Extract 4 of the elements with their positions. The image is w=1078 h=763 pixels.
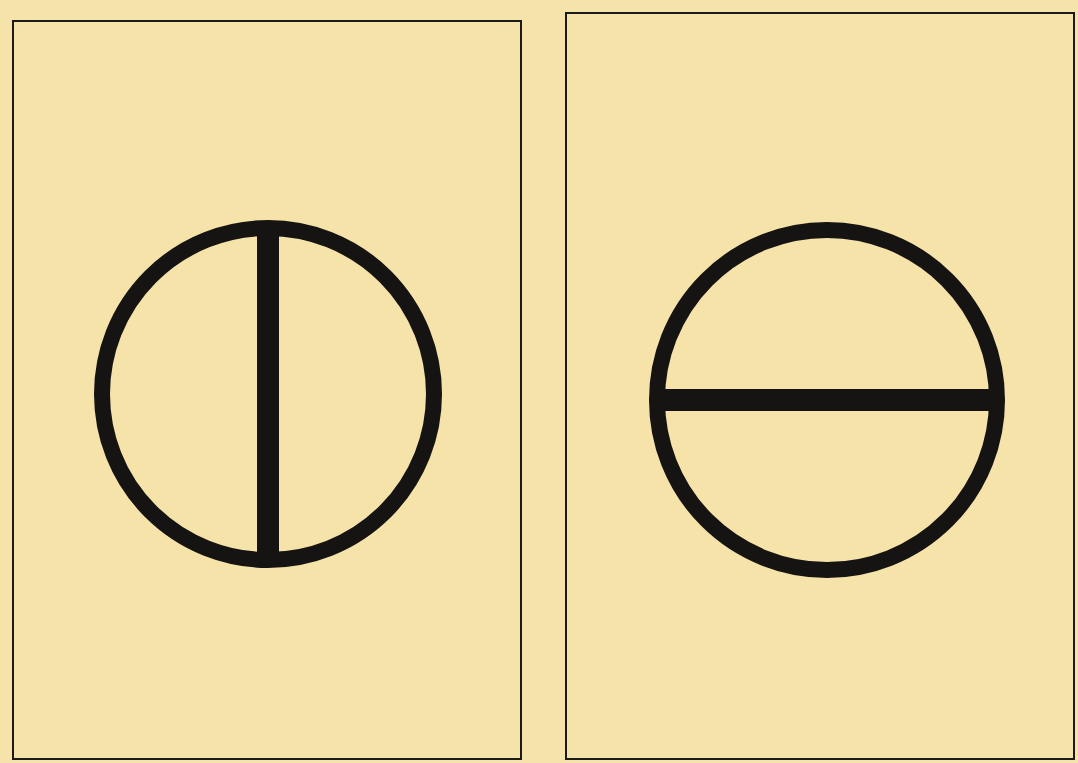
panel-frame (12, 20, 522, 760)
circle-symbol (649, 222, 1005, 578)
circle-symbol (94, 220, 442, 568)
panel-frame (565, 12, 1075, 760)
